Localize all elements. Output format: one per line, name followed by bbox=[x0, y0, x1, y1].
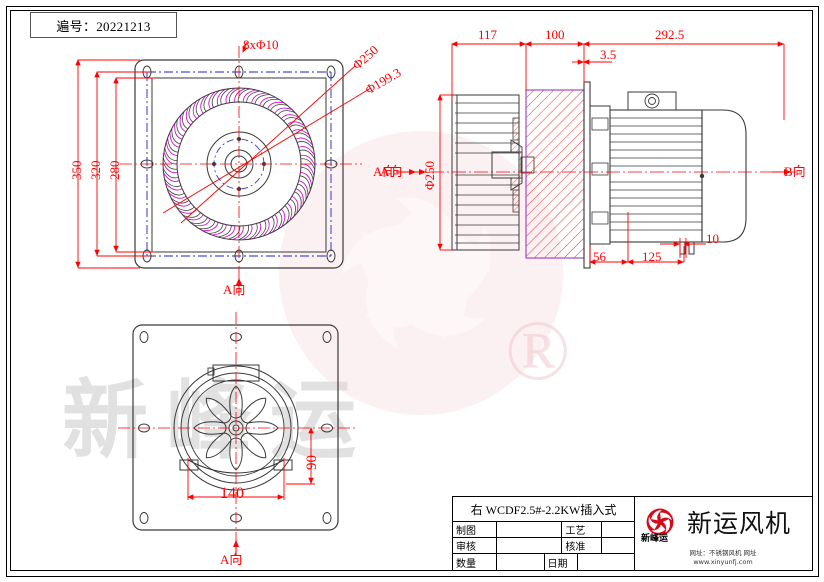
field-value-quantity[interactable] bbox=[497, 554, 545, 570]
field-value-review[interactable] bbox=[497, 538, 563, 553]
view-arrow-label-a-front: A向 bbox=[373, 164, 396, 179]
field-label-date: 日期 bbox=[545, 554, 579, 570]
dim-impeller-d250: Φ250 bbox=[422, 160, 437, 190]
field-value-process[interactable] bbox=[602, 522, 634, 537]
dim-292-5: 292.5 bbox=[655, 27, 685, 42]
field-label-review: 审核 bbox=[453, 538, 497, 553]
bottom-view-geometry bbox=[118, 312, 356, 555]
drawing-number-text: 遍号：20221213 bbox=[56, 18, 151, 34]
sheet-border-outer bbox=[6, 6, 819, 577]
field-label-quantity: 数量 bbox=[453, 554, 497, 570]
field-label-approve: 核准 bbox=[562, 538, 603, 553]
sheet-border-inner bbox=[10, 10, 813, 571]
model-title: 右 WCDF2.5#-2.2KW插入式 bbox=[453, 497, 634, 522]
dim-117: 117 bbox=[478, 27, 498, 42]
company-url-line2[interactable]: www.xinyunfj.com bbox=[693, 557, 753, 566]
field-value-date[interactable] bbox=[578, 554, 634, 570]
dim-100: 100 bbox=[545, 27, 565, 42]
dim-56: 56 bbox=[593, 249, 606, 264]
field-label-process: 工艺 bbox=[562, 522, 603, 537]
front-view-geometry bbox=[75, 41, 416, 296]
view-arrow-label-a-front-bottom: A向 bbox=[223, 282, 246, 297]
view-arrow-label-a-section: A向 bbox=[380, 164, 403, 179]
dim-320: 320 bbox=[88, 160, 103, 181]
field-value-approve[interactable] bbox=[602, 538, 634, 553]
drawing-number-box: 遍号：20221213 bbox=[30, 12, 177, 38]
dim-140: 140 bbox=[220, 485, 244, 502]
dim-10: 10 bbox=[706, 231, 719, 246]
title-block-row: 审核 核准 bbox=[453, 538, 634, 554]
dim-3-5: 3.5 bbox=[600, 47, 617, 62]
company-url-line1: 网址：不锈钢风机 网址 bbox=[689, 549, 757, 557]
section-view-geometry bbox=[408, 41, 800, 269]
company-logo-icon: 新峰运 bbox=[639, 501, 681, 544]
title-block-brand: 新峰运 新运风机 网址：不锈钢风机 网址 www.xinyunfj.com bbox=[635, 497, 811, 570]
field-value-drafter[interactable] bbox=[497, 522, 563, 537]
view-arrow-label-b: B向 bbox=[784, 164, 806, 179]
callout-8xd10: 8xΦ10 bbox=[243, 37, 279, 52]
title-block: 右 WCDF2.5#-2.2KW插入式 制图 工艺 审核 核准 数量 日期 bbox=[452, 496, 813, 571]
title-block-row: 制图 工艺 bbox=[453, 522, 634, 538]
company-logo-subtext: 新峰运 bbox=[641, 534, 669, 544]
dim-125: 125 bbox=[642, 249, 662, 264]
view-arrow-label-a-bottom: A向 bbox=[220, 552, 243, 567]
title-block-row: 数量 日期 bbox=[453, 554, 634, 570]
title-block-left: 右 WCDF2.5#-2.2KW插入式 制图 工艺 审核 核准 数量 日期 bbox=[453, 497, 635, 570]
dim-90: 90 bbox=[304, 455, 320, 470]
field-label-drafter: 制图 bbox=[453, 522, 497, 537]
dim-350: 350 bbox=[69, 160, 84, 181]
dim-280: 280 bbox=[107, 160, 122, 181]
company-name: 新运风机 bbox=[687, 509, 792, 538]
